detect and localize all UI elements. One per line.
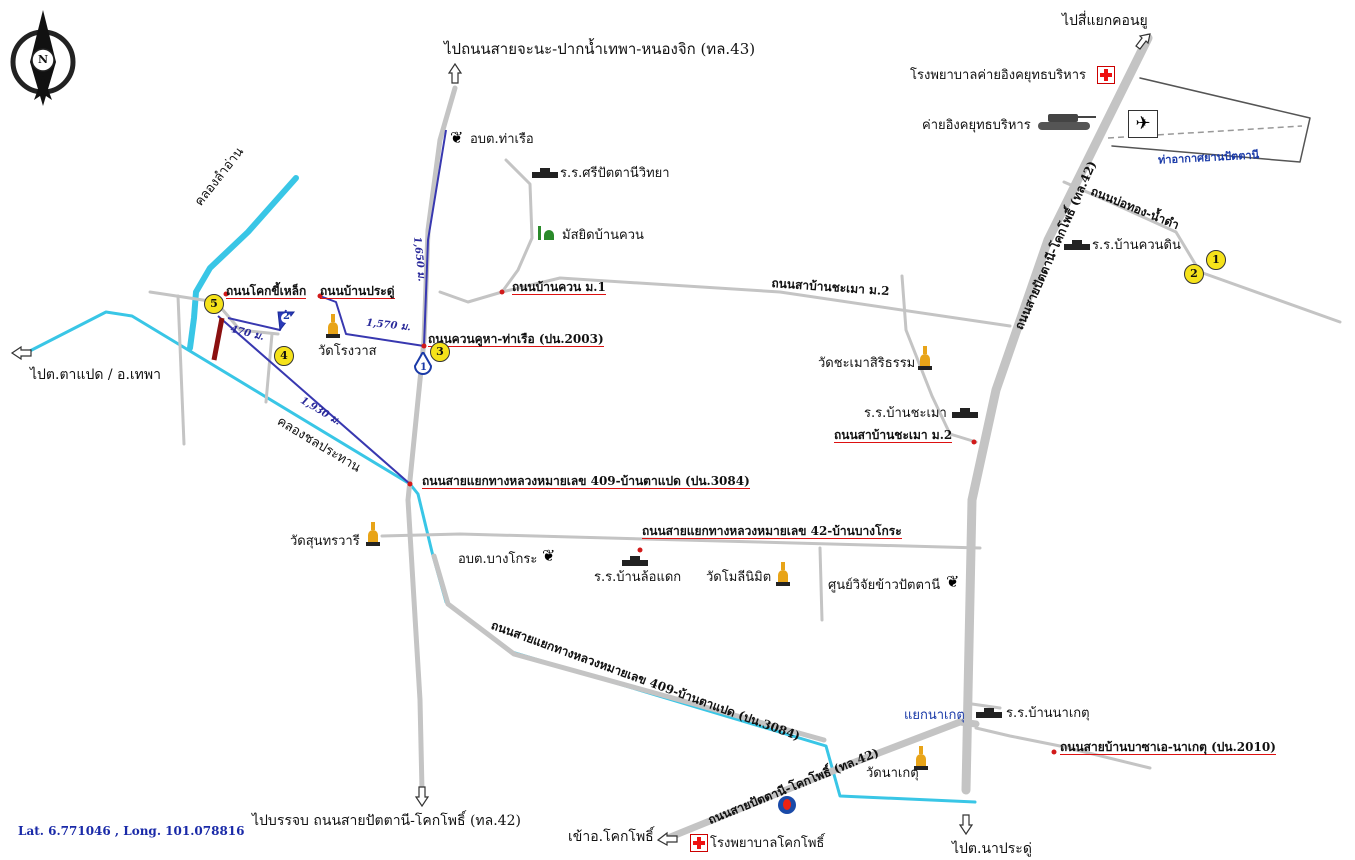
label-school-sri: ร.ร.ศรีปัตตานีวิทยา xyxy=(560,166,670,181)
school-lodaek-icon xyxy=(622,556,648,566)
arrow-south xyxy=(414,786,430,808)
label-wat-chamao: วัดชะเมาสิริธรรม xyxy=(818,356,916,371)
marker-5: 5 xyxy=(204,294,224,314)
label-school-chamao: ร.ร.บ้านชะเมา xyxy=(864,406,947,421)
compass-letter: N xyxy=(38,53,49,66)
road-west-vertical xyxy=(176,294,186,446)
label-rice-center: ศูนย์วิจัยข้าวปัตตานี xyxy=(828,578,941,593)
road-chamao-vertical xyxy=(900,274,978,444)
label-road-3084: ถนนสายแยกทางหลวงหมายเลข 409-บ้านตาแปด (ป… xyxy=(422,474,750,489)
label-wat-sunthon: วัดสุนทรวารี xyxy=(290,534,360,549)
label-wat-mani: วัดโมลีนิมิต xyxy=(706,570,772,585)
arrow-southeast xyxy=(958,814,974,836)
label-road-kuan-kuha: ถนนควนคูหา-ท่าเรือ (ปน.2003) xyxy=(428,332,604,347)
marker-east-2: 2 xyxy=(1184,264,1204,284)
road-airport-1 xyxy=(1111,77,1311,163)
label-road-ban-kuan: ถนนบ้านควน ม.1 xyxy=(512,280,606,295)
route-1930 xyxy=(217,315,411,485)
road-naket-east xyxy=(974,726,1152,770)
label-junction-naket: แยกนาเกตุ xyxy=(904,708,965,723)
pin-1-icon: 1 xyxy=(413,349,433,376)
label-sao-bangkro: อบต.บางโกระ xyxy=(458,552,538,567)
label-road-chamao-mid: ถนนสาบ้านชะเมา ม.2 xyxy=(834,428,953,443)
arrow-west xyxy=(10,345,32,361)
arrow-southwest xyxy=(656,831,678,847)
road-west-vertical-2 xyxy=(264,332,274,404)
roads xyxy=(148,33,1342,842)
road-kuan xyxy=(438,276,1012,328)
mosque-icon xyxy=(538,226,560,240)
dest-southwest: เข้าอ.โคกโพธิ์ xyxy=(568,829,654,845)
direction-arrows xyxy=(10,33,1151,847)
dest-west: ไปต.ตาแปด / อ.เทพา xyxy=(30,367,162,383)
sao-bangkro-emblem-icon: ❦ xyxy=(542,546,556,565)
road-rice-center xyxy=(818,546,824,622)
route-1570 xyxy=(319,295,425,347)
school-naket-icon xyxy=(976,708,1002,718)
label-school-kuandin: ร.ร.บ้านควนดิน xyxy=(1092,238,1181,253)
pin-2-icon: 2 xyxy=(276,310,296,332)
dest-southeast: ไปต.นาประดู่ xyxy=(952,841,1032,857)
route-overlay xyxy=(217,129,447,485)
red-points xyxy=(223,289,1057,755)
sao-tharuea-emblem-icon: ❦ xyxy=(450,128,464,147)
road-bangkro xyxy=(380,532,982,550)
coordinates-text: Lat. 6.771046 , Long. 101.078816 xyxy=(18,824,245,838)
dest-north: ไปถนนสายจะนะ-ปากน้ำเทพา-หนองจิก (ทล.43) xyxy=(444,40,756,58)
marker-east-1: 1 xyxy=(1206,250,1226,270)
canals xyxy=(18,175,977,804)
label-wat-naket: วัดนาเกตุ xyxy=(866,766,919,781)
label-wat-rongwat: วัดโรงวาส xyxy=(318,344,377,359)
label-sao-tharuea: อบต.ท่าเรือ xyxy=(470,132,534,147)
rice-center-emblem-icon: ❦ xyxy=(946,572,960,591)
route-main xyxy=(423,129,447,347)
compass-icon xyxy=(10,10,76,106)
temple-mani-icon xyxy=(776,562,790,588)
road-main-ns xyxy=(405,85,458,793)
airplane-icon: ✈ xyxy=(1128,110,1158,138)
temple-sunthon-icon xyxy=(366,522,380,548)
temple-icon xyxy=(918,346,932,372)
label-mosque: มัสยิดบ้านควน xyxy=(562,228,644,243)
dest-south: ไปบรรจบ ถนนสายปัตตานี-โคกโพธิ์ (ทล.42) xyxy=(252,813,521,829)
arrow-northeast xyxy=(1135,33,1151,50)
khlong-chonprathan xyxy=(18,310,977,804)
dest-northeast: ไปสี่แยกคอนยู xyxy=(1062,13,1148,29)
label-road-ban-pradu: ถนนบ้านประดู่ xyxy=(320,284,395,299)
label-road-2010: ถนนสายบ้านบาซาเอ-นาเกตุ (ปน.2010) xyxy=(1060,740,1276,755)
hospital-icon xyxy=(1097,66,1115,84)
road-naket-north xyxy=(970,702,1002,710)
temple-naket-icon xyxy=(914,746,928,772)
label-school-lodaek: ร.ร.บ้านล้อแดก xyxy=(594,570,682,585)
school-icon xyxy=(532,168,558,178)
road-42 xyxy=(961,33,1153,795)
road-kuan-north xyxy=(500,158,534,294)
khlong-lam-an xyxy=(187,175,299,351)
tank-icon xyxy=(1038,112,1096,130)
label-hospital-camp: โรงพยาบาลค่ายอิงคยุทธบริหาร xyxy=(910,68,1086,83)
label-hospital-khokpho: โรงพยาบาลโคกโพธิ์ xyxy=(710,836,825,851)
arrow-north xyxy=(447,62,463,84)
marker-4: 4 xyxy=(274,346,294,366)
label-school-naket: ร.ร.บ้านนาเกตุ xyxy=(1006,706,1090,721)
label-road-khok-ki-lek: ถนนโคกขี้เหล็ก xyxy=(226,284,307,299)
road-42-south xyxy=(664,718,980,842)
ptt-logo-icon xyxy=(778,796,796,814)
school-chamao-icon xyxy=(952,408,978,418)
marker-3: 3 xyxy=(430,342,450,362)
pin-1-number: 1 xyxy=(420,362,427,373)
label-road-42-bangkro: ถนนสายแยกทางหลวงหมายเลข 42-บ้านบางโกระ xyxy=(642,524,902,539)
pin-2-number: 2 xyxy=(283,311,290,322)
temple-rongwat-icon xyxy=(326,314,340,340)
school-kuandin-icon xyxy=(1064,240,1090,250)
hospital-khokpho-icon xyxy=(690,834,708,852)
road-west-branch xyxy=(148,290,280,336)
red-segment xyxy=(211,317,225,361)
label-camp: ค่ายอิงคยุทธบริหาร xyxy=(922,118,1031,133)
road-3084-lower xyxy=(431,553,827,743)
road-bo-thong xyxy=(1062,180,1342,324)
